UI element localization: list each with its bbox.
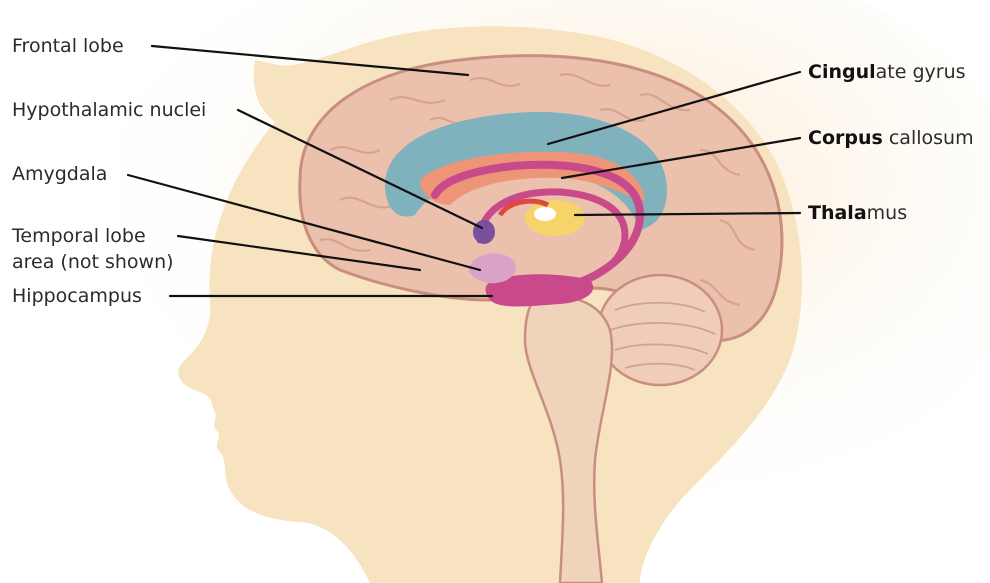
label-hippocampus: Hippocampus <box>12 285 142 307</box>
label-corpus-callosum: Corpus callosum <box>808 127 974 149</box>
hypothalamic-nuclei-shape <box>473 220 495 244</box>
label-thalamus-bold: Thala <box>808 202 867 224</box>
label-thalamus-rest: mus <box>867 202 907 224</box>
label-corpus-bold: Corpus <box>808 127 883 149</box>
label-cingulate-gyrus: Cingulate gyrus <box>808 61 966 83</box>
label-hypothalamic-nuclei: Hypothalamic nuclei <box>12 99 206 121</box>
label-temporal-lobe-line2: area (not shown) <box>12 251 174 273</box>
label-frontal-lobe: Frontal lobe <box>12 35 124 57</box>
label-temporal-lobe-line1: Temporal lobe <box>11 225 146 247</box>
label-cingulate-bold: Cingul <box>808 61 876 83</box>
thalamus-shape <box>525 200 585 236</box>
label-cingulate-rest: ate gyrus <box>876 61 966 83</box>
label-corpus-rest: callosum <box>883 127 974 149</box>
label-amygdala: Amygdala <box>12 163 107 185</box>
thalamus-center <box>534 207 556 221</box>
label-thalamus: Thalamus <box>808 202 907 224</box>
